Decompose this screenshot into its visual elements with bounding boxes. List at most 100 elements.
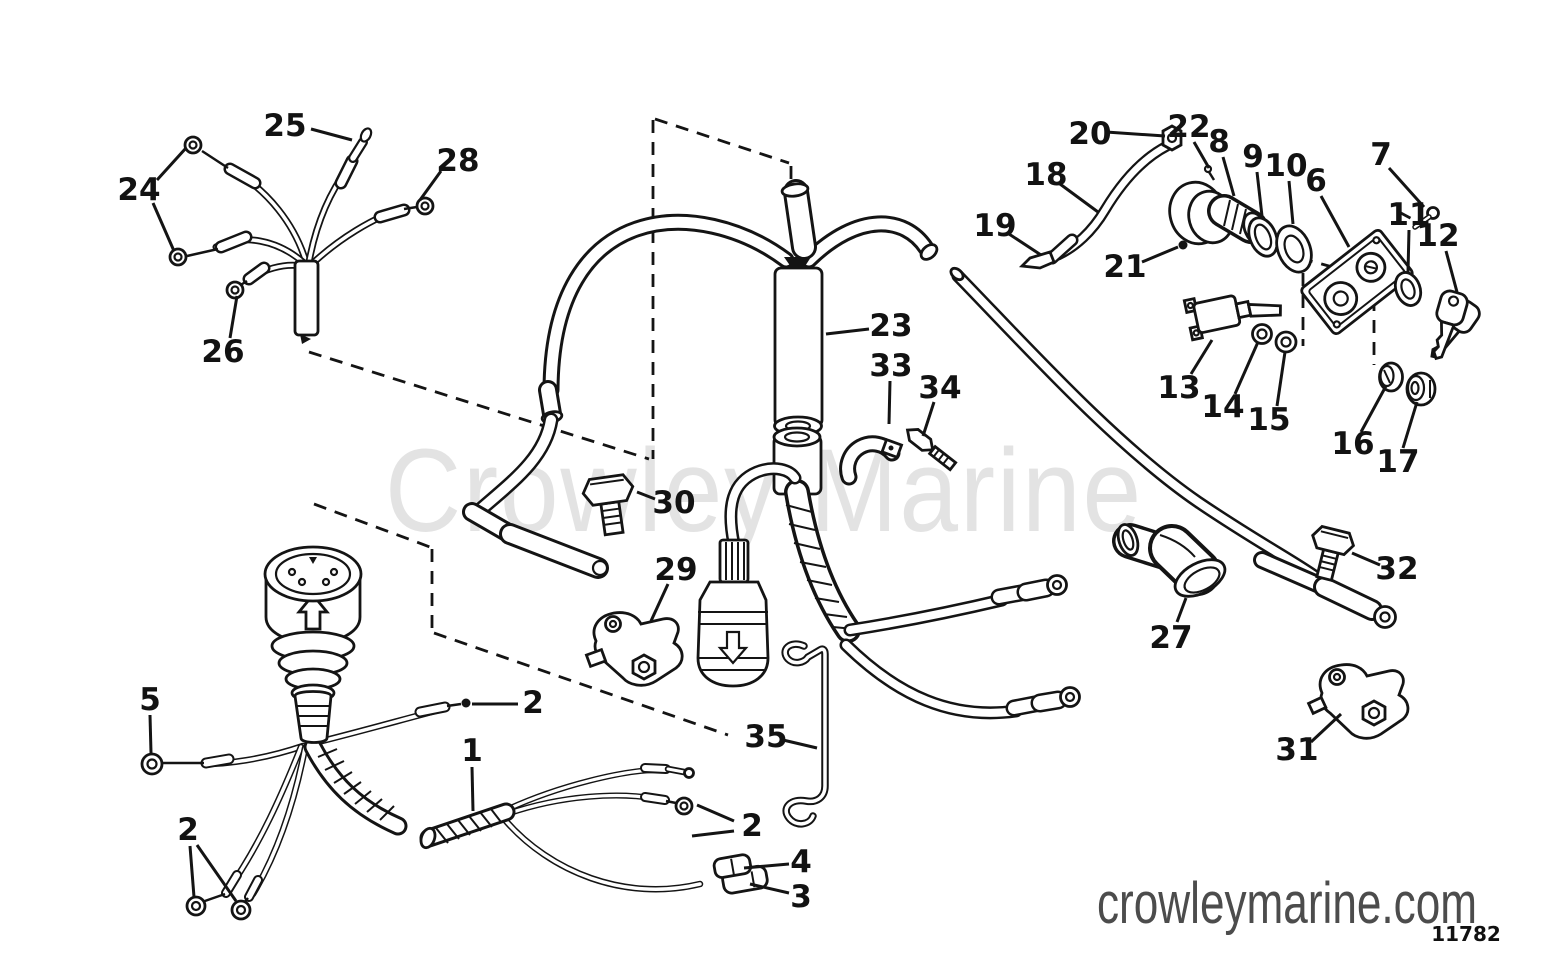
site-watermark-text: crowleymarine.com (1097, 871, 1477, 936)
callout-leader-3 (749, 882, 790, 895)
callout-leader-19 (1008, 232, 1042, 257)
connector-plug-harness-drawing (140, 545, 769, 921)
callout-leader-32 (1351, 551, 1381, 567)
callout-leader-15 (1275, 351, 1287, 407)
callout-label-4: 4 (790, 844, 812, 880)
battery-terminal-clamp2-drawing (1306, 663, 1410, 740)
callout-label-2: 2 (177, 812, 199, 848)
callout-leader-13 (1189, 339, 1214, 375)
callout-label-21: 21 (1103, 249, 1146, 285)
callout-leader-27 (1175, 597, 1188, 623)
callout-label-1: 1 (461, 733, 483, 769)
key-switch-assembly-drawing (1018, 124, 1481, 407)
battery-cables-drawing (839, 266, 1410, 740)
callout-label-30: 30 (652, 485, 695, 521)
callout-label-15: 15 (1247, 402, 1290, 438)
callout-label-23: 23 (869, 308, 912, 344)
callout-label-13: 13 (1157, 370, 1200, 406)
switch-panel-drawing (1300, 228, 1414, 336)
callout-label-29: 29 (654, 552, 697, 588)
instrument-lead-harness-drawing (168, 127, 435, 344)
callout-label-28: 28 (436, 143, 479, 179)
callout-leader-9 (1255, 171, 1264, 217)
callout-leader-16 (1359, 385, 1388, 433)
callout-leader-5 (148, 714, 153, 754)
callout-leader-7 (1387, 166, 1426, 209)
callout-leader-20 (1105, 130, 1166, 138)
callout-leader-8 (1221, 156, 1236, 197)
callout-label-2: 2 (741, 808, 763, 844)
callout-leader-2 (188, 845, 196, 898)
callout-leader-31 (1309, 712, 1343, 744)
callout-leader-22 (1192, 141, 1211, 169)
dashed-guide-lines (308, 117, 1415, 737)
battery-terminal-clamp-drawing (584, 611, 684, 687)
plug-wrap-hatching (317, 748, 395, 821)
callout-label-18: 18 (1024, 157, 1067, 193)
callout-label-5: 5 (139, 682, 161, 718)
clamp-screw-drawing (905, 428, 958, 472)
callout-leader-11 (1406, 229, 1411, 273)
callout-leader-18 (1059, 182, 1099, 214)
callout-leader-21 (1141, 245, 1179, 264)
ignition-keys-drawing (1430, 289, 1481, 361)
callout-leader-24 (155, 146, 188, 182)
callout-label-32: 32 (1375, 551, 1418, 587)
callout-leader-28 (418, 170, 443, 201)
callout-leader-12 (1444, 250, 1459, 293)
callout-leader-23 (825, 327, 870, 336)
clamp-bolt-drawing (1311, 524, 1356, 582)
harness-wrap-hatching (785, 504, 855, 630)
callout-label-2: 2 (522, 685, 544, 721)
callout-label-6: 6 (1305, 163, 1327, 199)
callout-label-10: 10 (1264, 148, 1307, 184)
callout-leader-26 (228, 295, 239, 339)
callout-label-34: 34 (918, 370, 961, 406)
callout-leader-4 (743, 862, 790, 870)
callout-label-24: 24 (117, 172, 160, 208)
harness1-hatching (435, 808, 502, 844)
callout-label-31: 31 (1275, 732, 1318, 768)
callout-label-9: 9 (1242, 139, 1264, 175)
callout-leader-1 (470, 766, 475, 812)
callout-leader-6 (1319, 195, 1351, 248)
callout-leader-17 (1401, 401, 1419, 449)
callout-label-7: 7 (1370, 137, 1392, 173)
callout-leader-24 (151, 202, 176, 252)
callout-label-17: 17 (1376, 444, 1419, 480)
callout-label-3: 3 (790, 879, 812, 915)
callout-label-12: 12 (1416, 218, 1459, 254)
terminal-bolt-drawing (581, 473, 635, 537)
callout-leader-33 (887, 380, 892, 425)
callout-label-14: 14 (1201, 389, 1244, 425)
callout-leader-2 (195, 844, 238, 902)
callout-label-25: 25 (263, 108, 306, 144)
callout-leader-29 (649, 583, 670, 622)
callout-label-22: 22 (1167, 109, 1210, 145)
callout-leader-2 (696, 803, 735, 823)
callout-label-33: 33 (869, 348, 912, 384)
callout-label-16: 16 (1331, 426, 1374, 462)
callout-leader-2 (691, 829, 735, 838)
callout-leader-30 (636, 490, 656, 501)
terminal-cap-drawing (696, 538, 770, 688)
callout-label-11: 11 (1387, 197, 1430, 233)
callout-leader-34 (921, 401, 936, 437)
callout-label-26: 26 (201, 334, 244, 370)
callout-leader-10 (1287, 180, 1295, 225)
callout-label-19: 19 (973, 208, 1016, 244)
callout-leader-14 (1233, 341, 1260, 395)
callout-label-8: 8 (1208, 124, 1230, 160)
callout-label-35: 35 (744, 719, 787, 755)
toggle-switch-drawing (1182, 294, 1282, 342)
connector-housing-drawing (712, 853, 769, 895)
drawing-number: 11782 (1431, 922, 1501, 946)
motor-cable-assembly-drawing (462, 179, 958, 828)
callout-label-20: 20 (1068, 116, 1111, 152)
callout-label-27: 27 (1149, 620, 1192, 656)
terminal-boot-drawing (1112, 523, 1227, 598)
callout-leader-35 (782, 738, 818, 750)
